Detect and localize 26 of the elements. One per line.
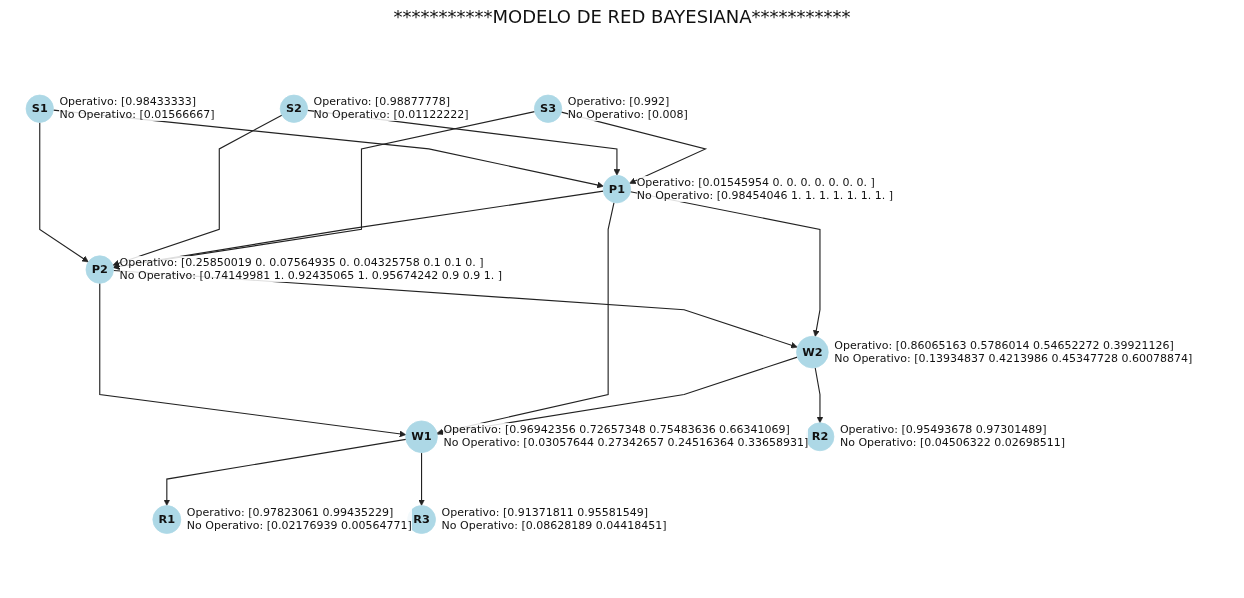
- node-circle: W2: [796, 335, 829, 369]
- arrow: [436, 201, 615, 435]
- arrow: [99, 282, 407, 437]
- node-circle: S2: [279, 94, 308, 123]
- node-circle: W1: [405, 420, 438, 453]
- node-circle: P2: [85, 255, 114, 284]
- probability-text: Operativo: [0.98877778] No Operativo: [0.01122222]: [313, 95, 469, 122]
- node-circle: P1: [602, 174, 632, 203]
- probability-text: Operativo: [0.25850019 0. 0.07564935 0. 0.04325758 0.1 0.1 0. ] No Operativo: [0.74149981 1. 0.92435065 1. 0.95674242 0.9 0.9 1. ]: [119, 256, 502, 283]
- node-circle: R1: [152, 504, 182, 534]
- probability-text: Operativo: [0.98433333] No Operativo: [0.01566667]: [59, 95, 215, 122]
- probability-text: Operativo: [0.992] No Operativo: [0.008]: [567, 95, 688, 122]
- probability-text: Operativo: [0.91371811 0.95581549] No Operativo: [0.08628189 0.04418451]: [441, 506, 667, 533]
- node-circle: S3: [534, 94, 563, 123]
- diagram-title: ***********MODELO DE RED BAYESIANA***********: [392, 6, 852, 27]
- probability-text: Operativo: [0.95493678 0.97301489] No Operativo: [0.04506322 0.02698511]: [839, 423, 1065, 450]
- probability-text: Operativo: [0.01545954 0. 0. 0. 0. 0. 0. 0. ] No Operativo: [0.98454046 1. 1. 1. 1. 1. 1. 1. ]: [636, 175, 894, 202]
- node-circle: S1: [25, 94, 54, 123]
- arrow: [418, 451, 425, 506]
- arrow: [814, 366, 824, 423]
- arrow: [39, 121, 89, 262]
- probability-text: Operativo: [0.97823061 0.99435229] No Operativo: [0.02176939 0.00564771]: [186, 506, 412, 533]
- probability-text: Operativo: [0.96942356 0.72657348 0.75483636 0.66341069] No Operativo: [0.03057644 0.27342657 0.24516364 0.33658931]: [443, 423, 809, 450]
- arrow: [112, 114, 283, 267]
- arrow: [163, 438, 407, 506]
- probability-text: Operativo: [0.86065163 0.5786014 0.54652272 0.39921126] No Operativo: [0.13934837 0.4213986 0.45347728 0.60078874]: [834, 338, 1193, 365]
